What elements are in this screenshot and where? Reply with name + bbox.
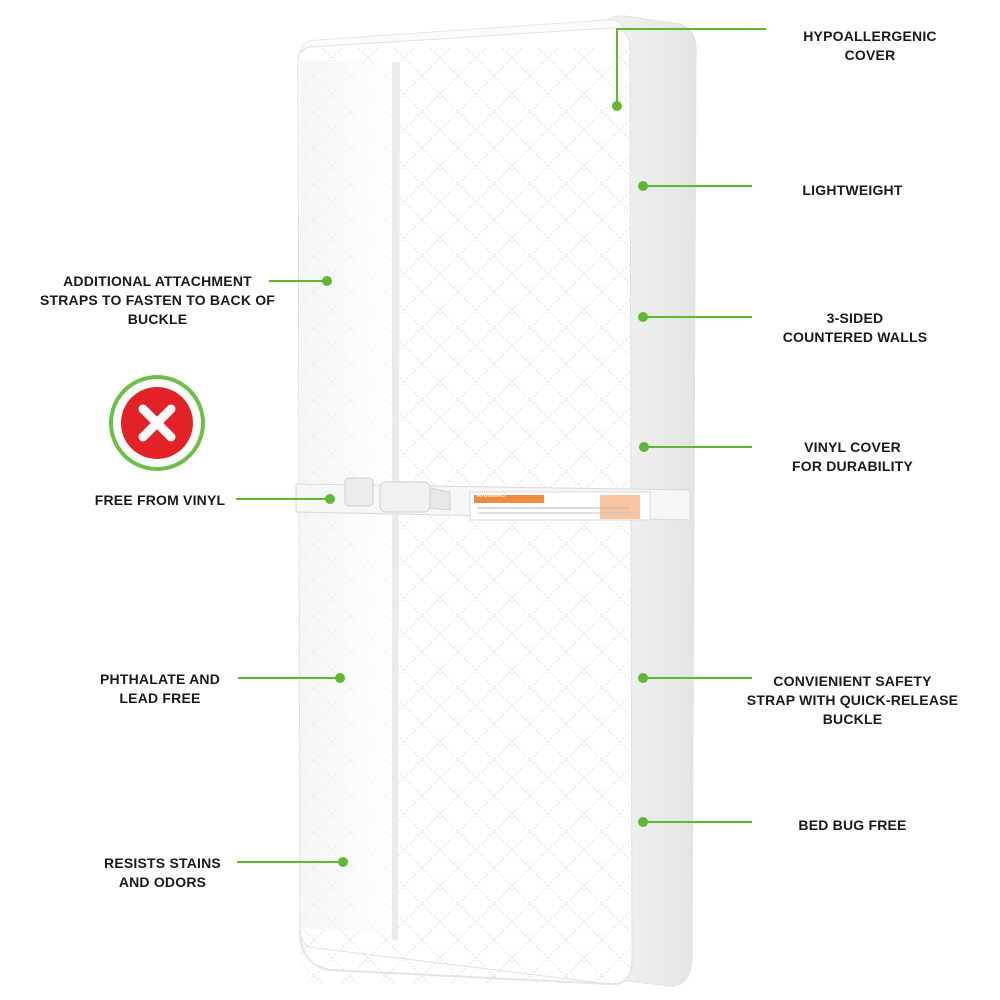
callout-safety-strap: CONVIENIENT SAFETY STRAP WITH QUICK-RELE… [746,673,959,727]
callout-vinyl-cover: VINYL COVER FOR DURABILITY [791,439,913,474]
callout-lines [236,28,766,867]
warning-label-title: WARNING [476,493,505,499]
callout-attachment-straps: ADDITIONAL ATTACHMENT STRAPS TO FASTEN T… [39,273,276,327]
callout-free-vinyl: FREE FROM VINYL [94,492,226,508]
callout-phthalate: PHTHALATE AND LEAD FREE [99,671,221,706]
callout-hypoallergenic: HYPOALLERGENIC COVER [803,28,937,63]
callout-lightweight: LIGHTWEIGHT [802,182,903,198]
x-circle-icon [109,375,205,471]
callout-bed-bug: BED BUG FREE [798,817,907,833]
callout-resists: RESISTS STAINS AND ODORS [104,855,221,890]
callout-three-sided: 3-SIDED COUNTERED WALLS [782,310,928,345]
warning-label [469,491,651,521]
